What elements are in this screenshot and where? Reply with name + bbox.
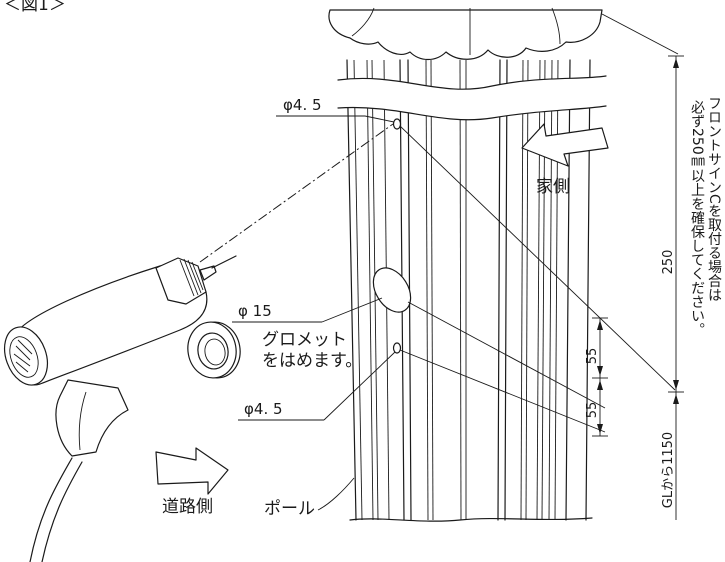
drill-axis-line bbox=[199, 123, 394, 263]
pole-label: ポール bbox=[264, 499, 315, 519]
pole-cap bbox=[328, 9, 603, 61]
dim-gl-1150: GLから1150 bbox=[661, 432, 676, 508]
dim-55-lower: 55 bbox=[585, 402, 600, 419]
pole-break-top bbox=[337, 75, 607, 90]
figure-label: ＜図1＞ bbox=[4, 0, 66, 15]
note-line-2: 必ず250㎜以上を確保してください。 bbox=[689, 100, 705, 337]
pole-edge-right bbox=[585, 59, 591, 521]
pole-leader bbox=[317, 477, 355, 511]
hole-upper bbox=[392, 118, 402, 130]
label-hole-bot: φ4. 5 bbox=[244, 400, 283, 418]
drill-bit bbox=[199, 265, 217, 281]
grommet-note-line-1: グロメット bbox=[262, 330, 347, 350]
dimension-lines bbox=[399, 13, 684, 520]
drill-chuck bbox=[155, 257, 207, 305]
hole-middle bbox=[372, 267, 412, 313]
road-side-arrow bbox=[155, 447, 229, 495]
drill-grip bbox=[55, 379, 129, 457]
pole-edge-left bbox=[346, 59, 357, 521]
dim-55-upper: 55 bbox=[585, 348, 600, 365]
house-side-arrow bbox=[521, 123, 609, 167]
dim-250: 250 bbox=[661, 250, 676, 275]
hole-lower bbox=[392, 342, 402, 354]
drill-body bbox=[11, 264, 208, 386]
grommet-note-line-2: をはめます。 bbox=[262, 351, 362, 371]
pole bbox=[328, 7, 607, 522]
pole-bottom-break bbox=[349, 517, 593, 522]
hole-labels: φ4. 5 φ 15 φ4. 5 bbox=[232, 96, 396, 421]
label-hole-mid: φ 15 bbox=[238, 302, 272, 320]
electric-drill bbox=[3, 255, 237, 562]
grommet bbox=[187, 321, 241, 379]
holes bbox=[372, 118, 412, 354]
drill-cord bbox=[29, 457, 73, 562]
pole-break-bottom bbox=[337, 105, 607, 121]
note-line-1: フロントサインCを取付る場合は bbox=[706, 96, 722, 302]
house-side-label: 家側 bbox=[536, 177, 570, 197]
road-side-label: 道路側 bbox=[162, 497, 213, 517]
label-hole-top: φ4. 5 bbox=[283, 96, 322, 114]
